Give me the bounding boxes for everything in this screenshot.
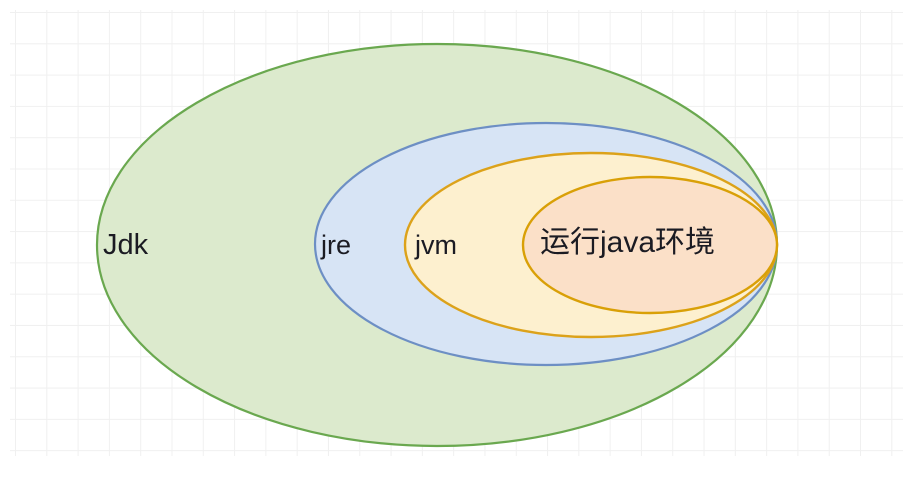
ellipse-label-jre: jre	[321, 230, 352, 260]
ellipse-label-java-runtime-environment: 运行java环境	[540, 226, 716, 259]
ellipse-java-runtime-environment[interactable]	[521, 175, 779, 315]
ellipse-label-jdk: Jdk	[103, 229, 149, 261]
ellipse-label-jvm: jvm	[415, 230, 457, 260]
